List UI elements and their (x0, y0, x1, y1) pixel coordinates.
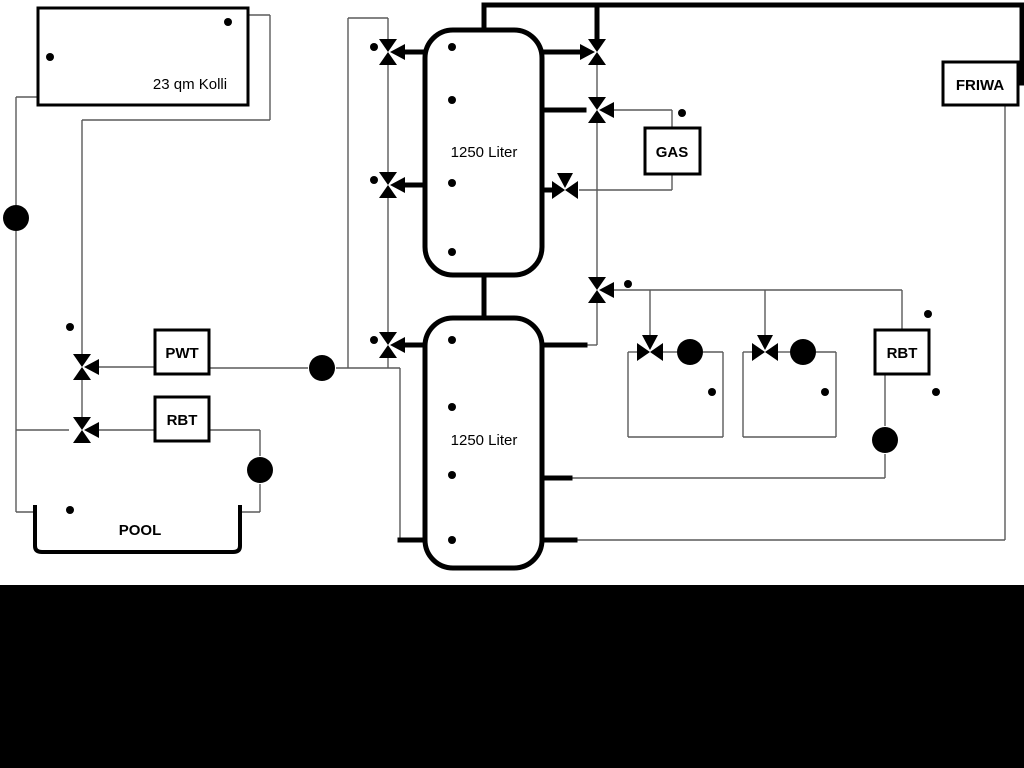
friwa-box (941, 60, 1020, 107)
pump-left-icon (309, 355, 335, 381)
rbt-left-box (153, 395, 211, 443)
buffer-tank-1: 1250 Liter (422, 27, 545, 278)
pump-up-icon (3, 205, 29, 231)
pwt-heat-exchanger: PWT (153, 328, 211, 376)
pipes-thin (15, 14, 1006, 541)
pipes-thick (397, 2, 1024, 543)
solar-collector-box (36, 6, 250, 107)
buffer-tank-2: 1250 Liter (422, 315, 545, 571)
pump-down-icon (872, 427, 898, 453)
rbt-left-label: RBT (167, 412, 198, 429)
rbt-right-box (873, 328, 931, 376)
rbt-right-label: RBT (887, 345, 918, 362)
solar-collector-label: 23 qm Kolli (153, 76, 227, 93)
friwa-label: FRIWA (956, 77, 1004, 94)
rbt-right-unit: RBT (873, 328, 931, 376)
pwt-box (153, 328, 211, 376)
friwa-unit: FRIWA (941, 60, 1020, 107)
rbt-left-unit: RBT (153, 395, 211, 443)
gas-boiler-label: GAS (656, 144, 689, 161)
bottom-black-band (0, 585, 1024, 768)
pool-outline (33, 505, 242, 554)
pwt-label: PWT (165, 345, 198, 362)
pump-up-icon (247, 457, 273, 483)
buffer-tank-2-body (422, 315, 545, 571)
gas-boiler: GAS (643, 126, 702, 176)
buffer-tank-1-body (422, 27, 545, 278)
pump-right-icon (790, 339, 816, 365)
pool-basin: POOL (33, 505, 242, 554)
buffer-tank-2-label: 1250 Liter (451, 432, 518, 449)
buffer-tank-1-label: 1250 Liter (451, 144, 518, 161)
pool-label: POOL (119, 522, 162, 539)
solar-collector: 23 qm Kolli (36, 6, 250, 107)
gas-boiler-box (643, 126, 702, 176)
pump-right-icon (677, 339, 703, 365)
